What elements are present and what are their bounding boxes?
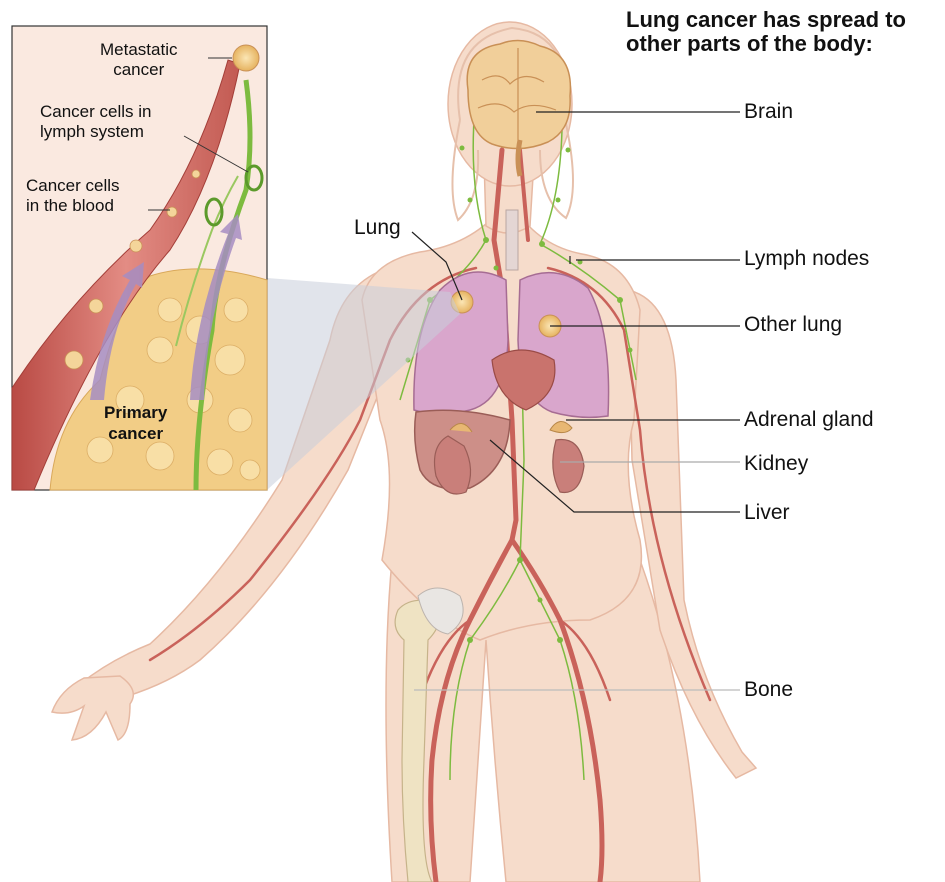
trachea <box>506 210 518 270</box>
label-bone: Bone <box>744 678 793 702</box>
label-metastatic-line2: cancer <box>100 60 177 80</box>
label-liver: Liver <box>744 501 790 525</box>
label-lung: Lung <box>354 216 401 240</box>
label-blood: Cancer cells in the blood <box>26 176 120 216</box>
label-brain: Brain <box>744 100 793 124</box>
label-primary-line2: cancer <box>104 423 167 444</box>
label-primary-cancer: Primary cancer <box>104 402 167 444</box>
label-primary-line1: Primary <box>104 402 167 423</box>
label-lymph-system: Cancer cells in lymph system <box>40 102 152 142</box>
label-metastatic-line1: Metastatic <box>100 40 177 60</box>
label-blood-line2: in the blood <box>26 196 120 216</box>
label-adrenal-gland: Adrenal gland <box>744 408 874 432</box>
label-kidney: Kidney <box>744 452 808 476</box>
label-lymph-line1: Cancer cells in <box>40 102 152 122</box>
label-metastatic-cancer: Metastatic cancer <box>100 40 177 80</box>
label-lymph-nodes: Lymph nodes <box>744 247 869 271</box>
label-lymph-line2: lymph system <box>40 122 152 142</box>
label-blood-line1: Cancer cells <box>26 176 120 196</box>
diagram-title: Lung cancer has spread to other parts of… <box>626 8 926 56</box>
label-other-lung: Other lung <box>744 313 842 337</box>
